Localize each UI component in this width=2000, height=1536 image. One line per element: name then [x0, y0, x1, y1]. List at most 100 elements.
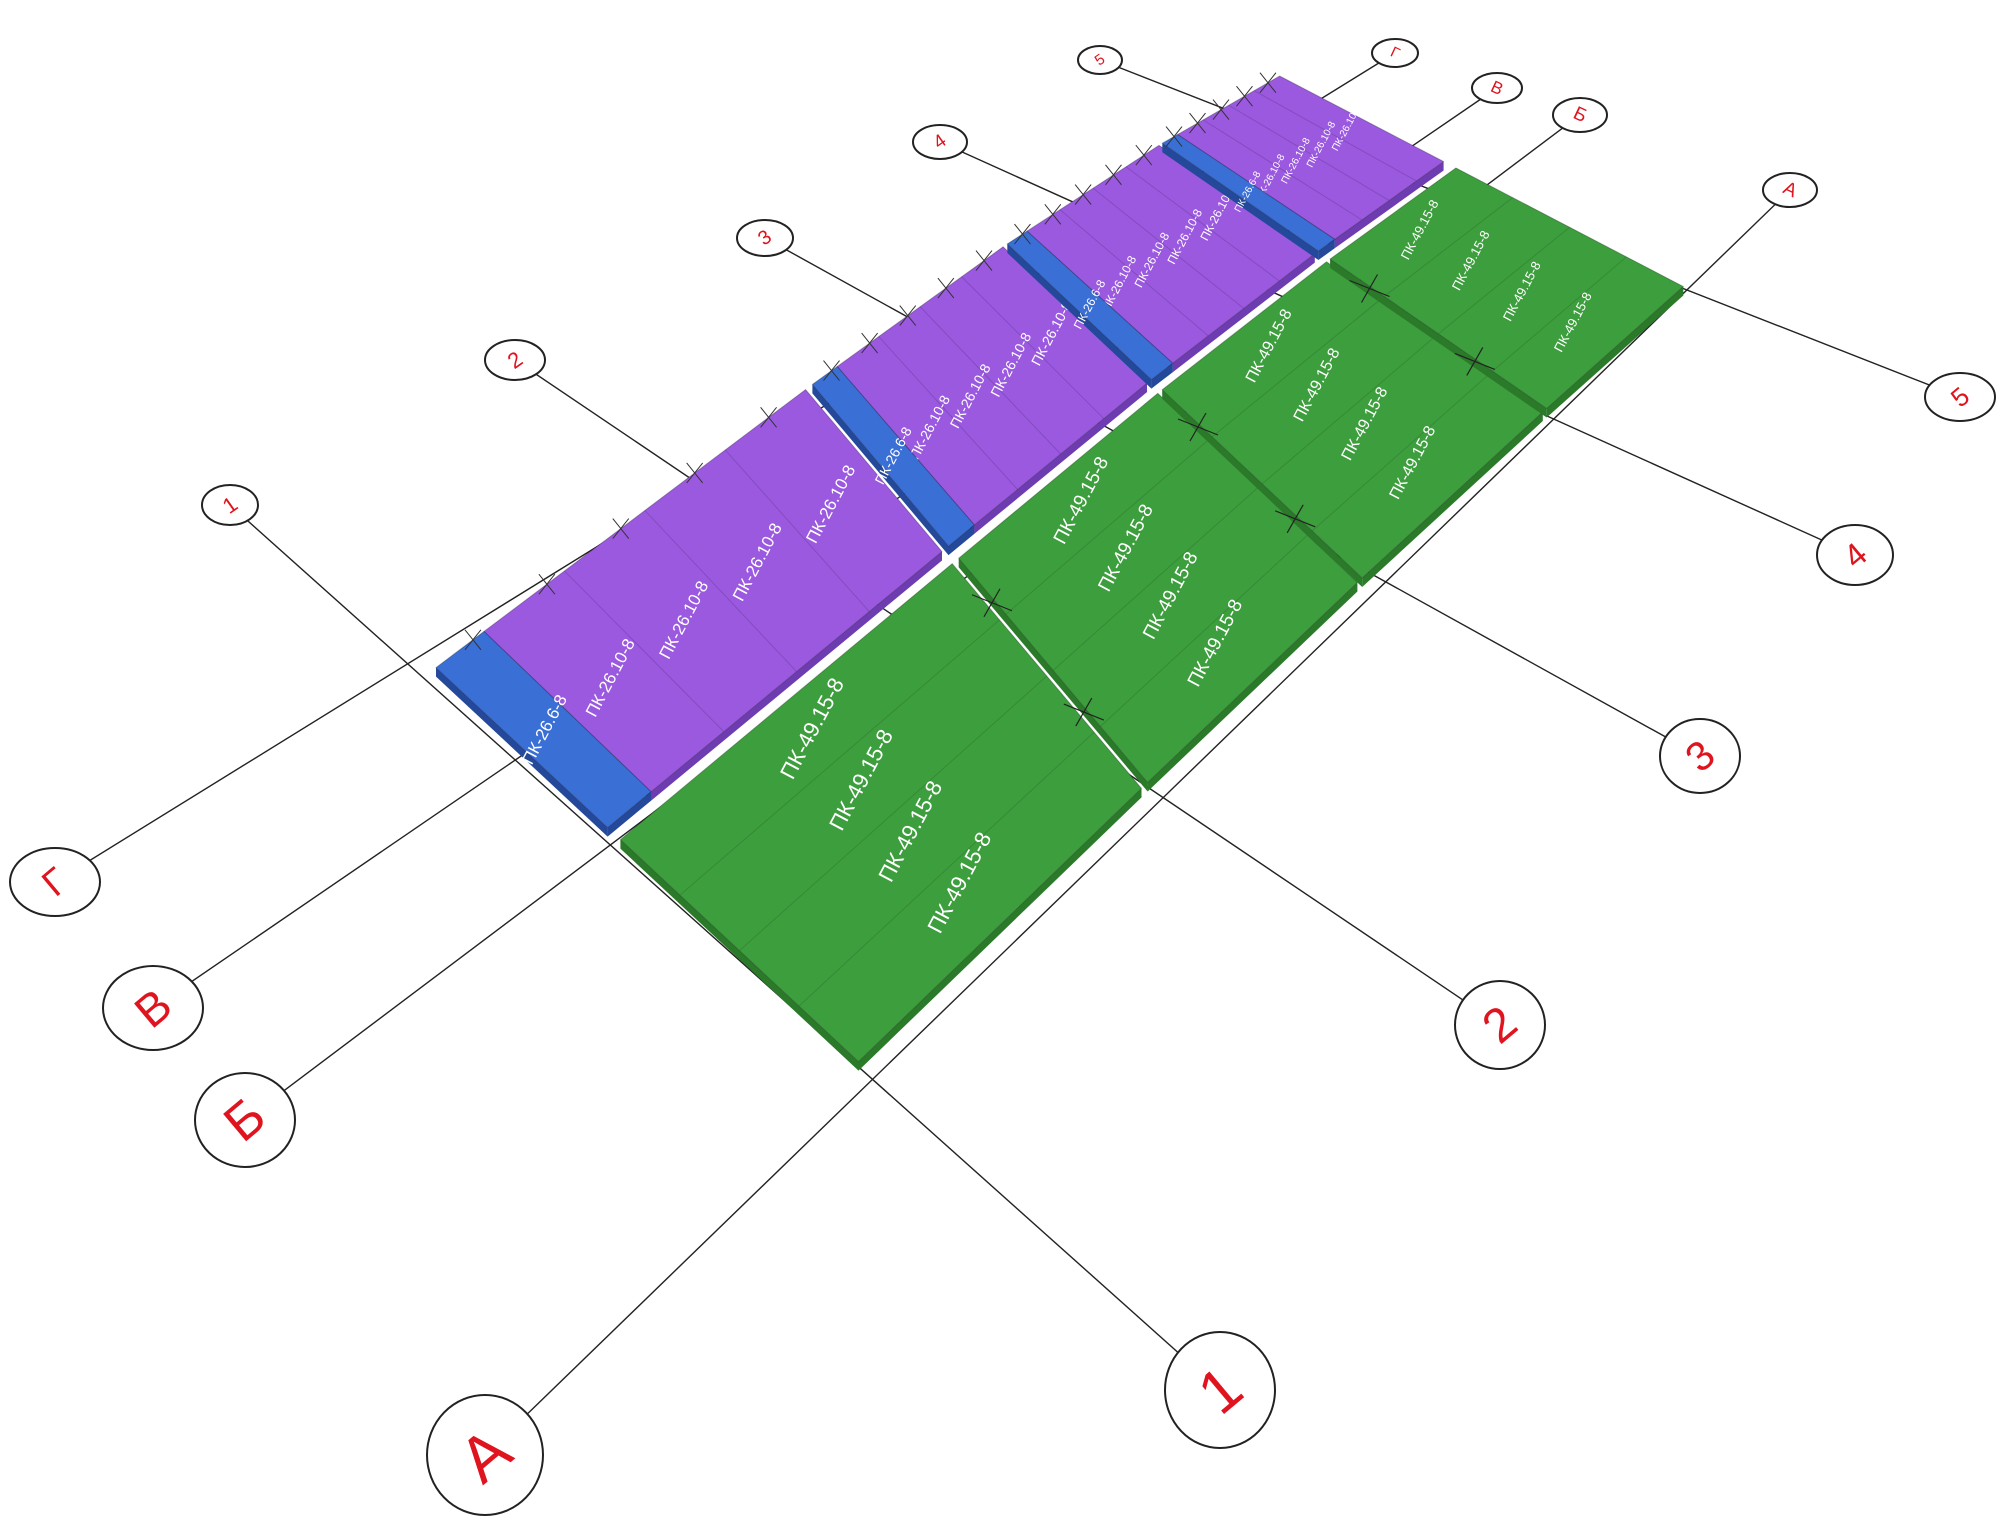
slab-seam	[1311, 374, 1490, 532]
slab-green-bay-2-3-side-left	[958, 558, 1148, 792]
support-mark	[861, 332, 879, 354]
axis-bubble-far-b: Б	[1552, 97, 1608, 133]
grid-line-a	[484, 189, 1791, 1456]
slab-blue-bay-3-4: ПК-26.6-8	[1006, 230, 1174, 389]
axis-bubble-far-3: 3	[736, 219, 794, 257]
slab-blue-bay-3-4-side-left	[1007, 243, 1152, 389]
slab-blue-bay-3-4-side-front	[1151, 363, 1173, 389]
slab-seam	[644, 510, 797, 672]
support-mark	[760, 406, 777, 428]
axis-bubble-far-v-circle	[1471, 72, 1523, 104]
slab-seam	[1261, 336, 1435, 485]
slab-purple-bay-1-2-side-front	[651, 551, 942, 801]
slab-seam	[798, 731, 1095, 1007]
support-mark	[1044, 203, 1062, 225]
support-mark	[612, 518, 630, 539]
slab-seam	[878, 336, 1018, 490]
axis-bubble-g-circle	[9, 847, 101, 917]
slab-blue-bay-2-3: ПК-26.6-8	[811, 365, 976, 556]
slab-seam	[1253, 90, 1417, 182]
support-mark	[1177, 412, 1219, 442]
slab-green-bay-2-3-top	[957, 392, 1359, 784]
axis-bubble-far-4: 4	[912, 124, 968, 160]
axis-bubble-3: 3	[1659, 718, 1741, 794]
slab-green-bay-1-2-side-front	[858, 788, 1142, 1071]
slab-seam	[1059, 209, 1209, 337]
axis-bubble-far-2: 2	[484, 339, 546, 381]
support-mark	[1189, 112, 1206, 134]
slab-seam	[1100, 534, 1308, 727]
slab-purple-bay-2-3-side-front	[974, 383, 1147, 534]
support-mark	[1236, 85, 1253, 107]
slab-seam	[1383, 197, 1514, 297]
slab-seam	[1492, 256, 1627, 372]
slab-seam	[1438, 226, 1570, 335]
support-mark	[686, 462, 704, 484]
slab-green-bay-2-3: ПК-49.15-8ПК-49.15-8ПК-49.15-8ПК-49.15-8	[957, 392, 1359, 792]
axis-bubble-a-circle	[426, 1394, 544, 1516]
support-mark	[1063, 697, 1105, 727]
axis-bubble-4-circle	[1816, 524, 1894, 586]
axis-bubble-far-1-circle	[201, 484, 259, 526]
slab-blue-bay-1-2: ПК-26.6-8	[435, 630, 652, 837]
axis-bubble-b: Б	[194, 1072, 296, 1168]
support-mark	[1212, 99, 1230, 120]
axis-bubble-a: А	[426, 1394, 544, 1516]
slab-green-bay-1-2-top	[619, 562, 1143, 1063]
slab-blue-bay-2-3-top	[811, 365, 976, 547]
support-mark	[1014, 223, 1031, 245]
slab-seam	[724, 449, 870, 612]
axis-bubble-far-1: 1	[201, 484, 259, 526]
slab-seam	[961, 276, 1105, 419]
slab-green-bay-4-5-side-front	[1546, 286, 1684, 418]
axis-bubble-far-a: А	[1762, 172, 1818, 208]
axis-bubble-far-5: 5	[1077, 45, 1123, 75]
slab-blue-bay-2-3-side-front	[948, 524, 975, 556]
slab-purple-bay-4-5-side-front	[1334, 161, 1444, 249]
support-mark	[823, 360, 840, 381]
slab-green-bay-3-4-top	[1161, 261, 1544, 579]
slab-blue-bay-1-2-side-left	[436, 667, 608, 837]
axis-bubble-g: Г	[9, 847, 101, 917]
axis-bubble-far-4-circle	[912, 124, 968, 160]
slab-blue-bay-2-3-side-left	[812, 384, 949, 556]
axis-bubble-far-b-circle	[1552, 97, 1608, 133]
support-mark	[538, 573, 556, 595]
slab-seam	[1228, 104, 1390, 201]
slab-seam	[1202, 119, 1363, 221]
axis-bubble-far-g: Г	[1371, 38, 1419, 68]
slab-seam	[564, 570, 725, 733]
axis-bubble-2-circle	[1454, 980, 1546, 1070]
slab-seam	[1052, 487, 1258, 671]
slab-blue-bay-4-5-side-front	[1318, 239, 1335, 260]
slab-seam	[679, 619, 1000, 896]
axis-bubble-2: 2	[1454, 980, 1546, 1070]
slab-blue-bay-4-5-side-left	[1162, 143, 1319, 260]
axis-bubble-far-v: В	[1471, 72, 1523, 104]
slab-seam	[1005, 440, 1208, 615]
support-mark	[937, 277, 955, 299]
grid-line-1	[229, 504, 1221, 1391]
axis-bubble-far-a-circle	[1762, 172, 1818, 208]
slab-purple-bay-3-4-top	[1026, 144, 1316, 364]
axis-bubble-v-circle	[102, 965, 204, 1051]
support-mark	[1165, 126, 1183, 147]
support-mark	[1135, 144, 1153, 166]
axis-bubble-far-2-circle	[484, 339, 546, 381]
slab-green-bay-4-5-top	[1329, 167, 1685, 410]
support-mark	[975, 250, 993, 271]
slab-purple-bay-2-3-top	[836, 246, 1148, 526]
slab-blue-bay-3-4-top	[1006, 230, 1174, 381]
slab-green-bay-4-5-side-left	[1330, 259, 1547, 418]
support-mark	[1074, 184, 1092, 205]
slab-blue-bay-1-2-top	[435, 630, 652, 829]
axis-bubble-1: 1	[1164, 1331, 1276, 1449]
axis-bubble-b-circle	[194, 1072, 296, 1168]
support-mark	[971, 588, 1013, 618]
support-mark	[464, 629, 482, 651]
slab-blue-bay-4-5: ПК-26.6-8	[1161, 133, 1336, 260]
slab-green-bay-1-2: ПК-49.15-8ПК-49.15-8ПК-49.15-8ПК-49.15-8	[619, 562, 1143, 1071]
